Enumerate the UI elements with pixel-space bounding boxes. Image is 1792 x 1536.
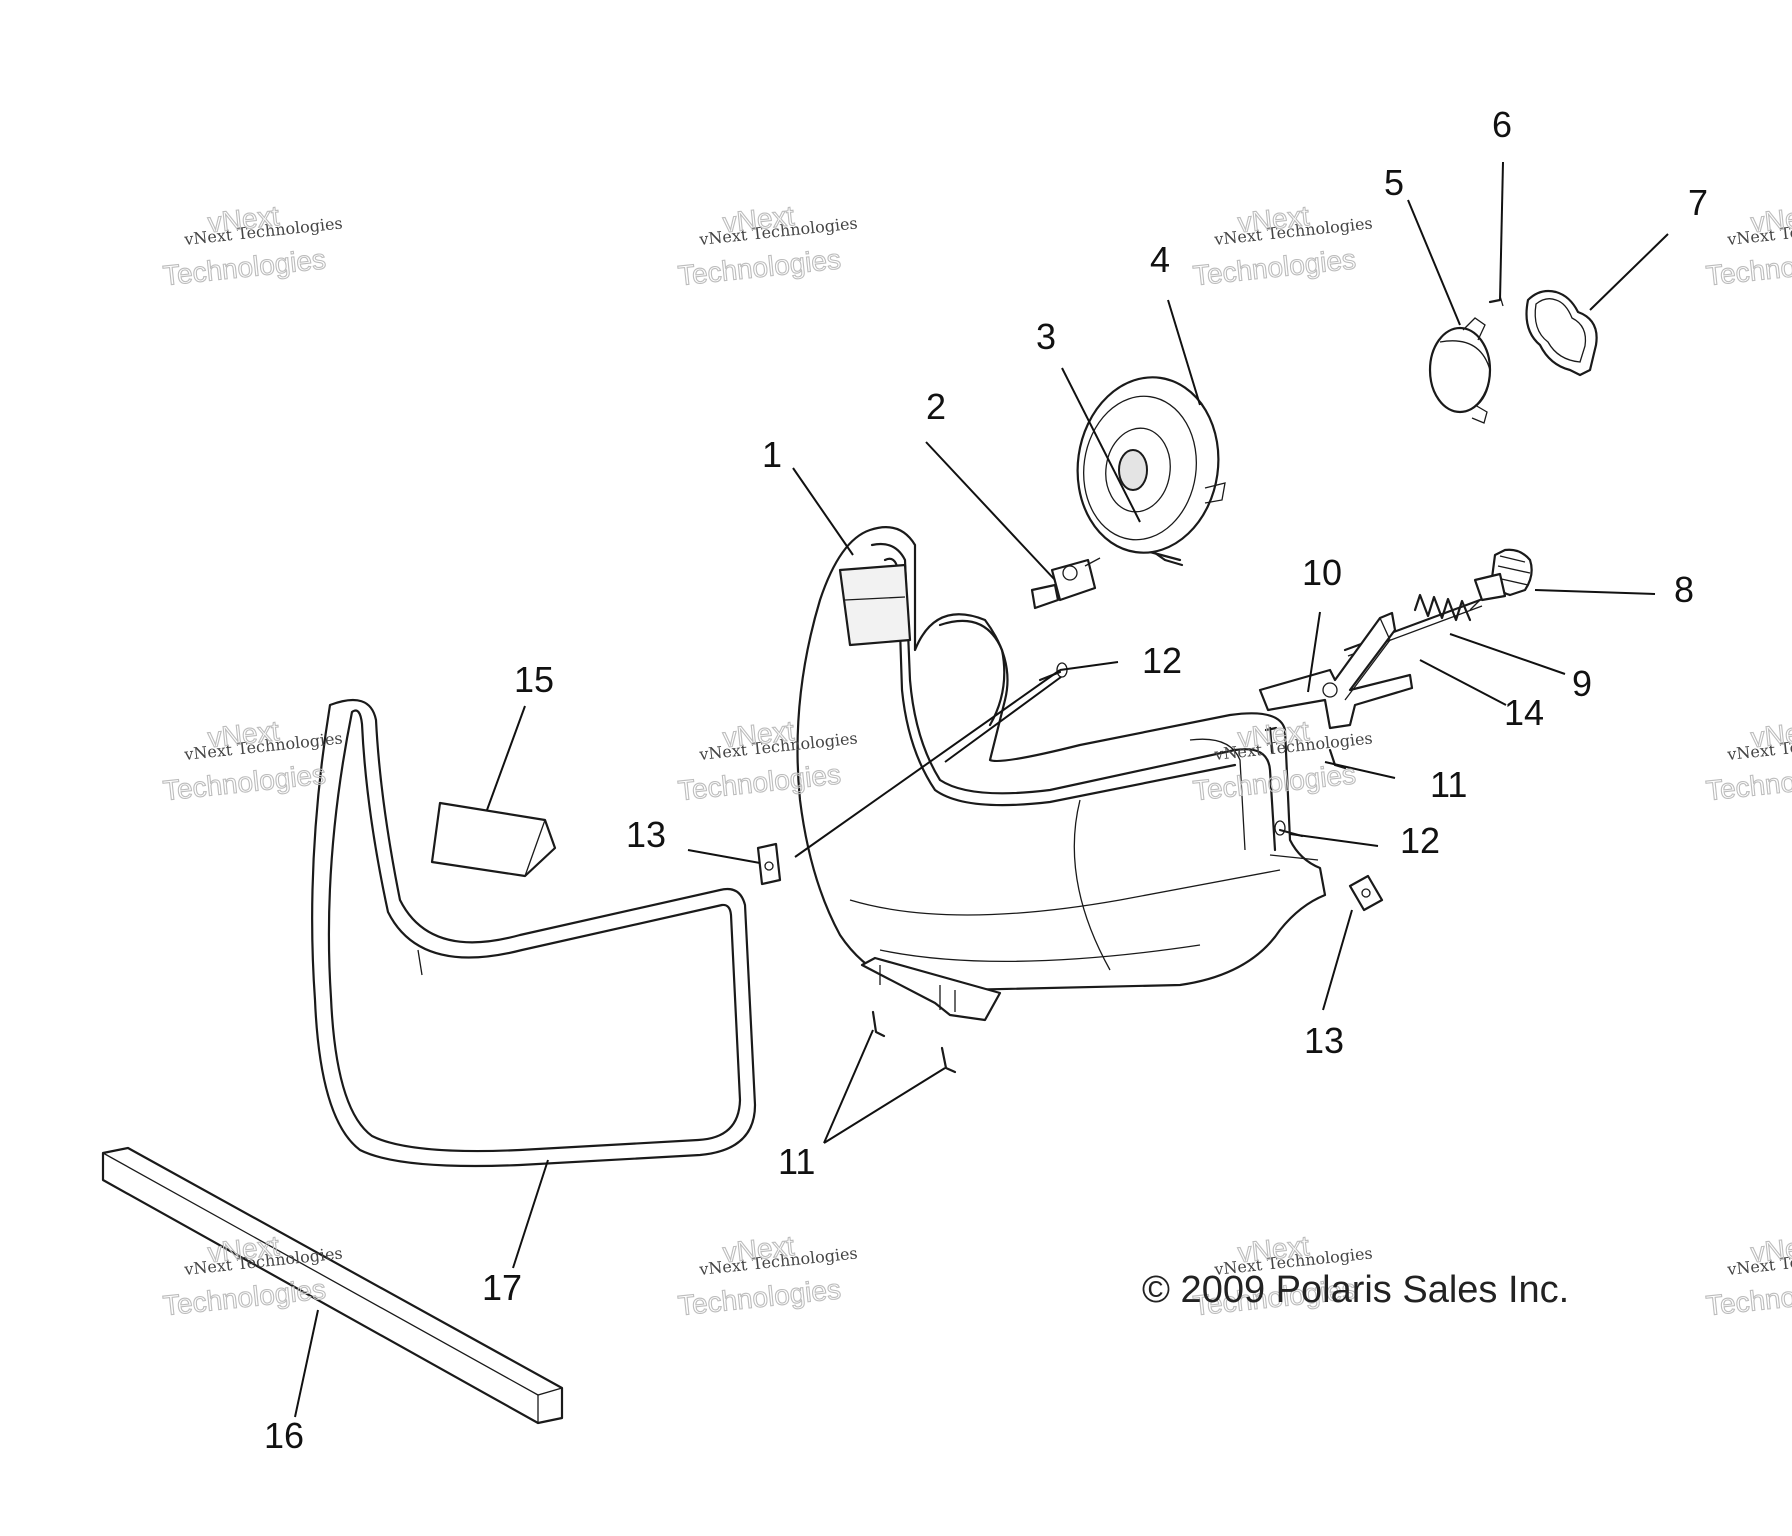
svg-text:Technologies: Technologies: [1191, 243, 1357, 291]
svg-text:vNext: vNext: [1749, 200, 1792, 238]
part-15-foam-pad: [430, 801, 557, 878]
callout-1: 1: [762, 434, 782, 475]
part-7-gasket-ring: [1525, 289, 1598, 377]
callout-3: 3: [1036, 316, 1056, 357]
watermark-1: vNext Technologies Technologies vNext: [161, 200, 344, 292]
svg-text:Technologies: Technologies: [676, 243, 842, 291]
svg-text:Technologies: Technologies: [161, 1273, 327, 1321]
callout-13-left: 13: [626, 814, 666, 855]
part-9-spring: [1413, 593, 1483, 622]
watermark-10: vNext Technologies Technologies vNext: [676, 1230, 859, 1322]
leader-lines: [294, 161, 1669, 1418]
callout-6: 6: [1492, 104, 1512, 145]
watermark-2: vNext Technologies Technologies vNext: [676, 200, 859, 292]
callout-15: 15: [514, 659, 554, 700]
part-8-adjuster-knob: [1473, 548, 1533, 602]
svg-text:vNext: vNext: [1749, 715, 1792, 753]
callout-12-lower: 12: [1400, 820, 1440, 861]
svg-text:Technologies: Technologies: [161, 758, 327, 806]
callout-17: 17: [482, 1267, 522, 1308]
part-5-lamp: [1428, 317, 1492, 424]
callout-12-upper: 12: [1142, 640, 1182, 681]
callout-5: 5: [1384, 162, 1404, 203]
watermark-4: vNext Technologies Technologies vNext: [1704, 200, 1792, 292]
callout-8: 8: [1674, 569, 1694, 610]
callout-11-lower: 11: [778, 1141, 815, 1182]
watermark-12: vNext Technologies Technologies vNext: [1704, 1230, 1792, 1322]
callout-10: 10: [1302, 552, 1342, 593]
callout-2: 2: [926, 386, 946, 427]
part-10-bracket: [1258, 611, 1414, 730]
svg-text:Technologies: Technologies: [1704, 758, 1792, 806]
callout-14: 14: [1504, 692, 1544, 733]
callout-7: 7: [1688, 182, 1708, 223]
part-16-foam-strip: [101, 1146, 564, 1425]
part-17-seal: [311, 698, 757, 1168]
part-4-reflector-cover: [1076, 376, 1226, 554]
watermark-8: vNext Technologies Technologies vNext: [1704, 715, 1792, 807]
callout-4: 4: [1150, 239, 1170, 280]
copyright-text: © 2009 Polaris Sales Inc.: [1142, 1269, 1569, 1311]
callout-16: 16: [264, 1415, 304, 1456]
callout-9: 9: [1572, 663, 1592, 704]
svg-text:Technologies: Technologies: [161, 243, 327, 291]
part-2-bulb: [1030, 557, 1101, 610]
svg-text:Technologies: Technologies: [1704, 1273, 1792, 1321]
svg-text:Technologies: Technologies: [1704, 243, 1792, 291]
part-13-clip-nuts: [756, 842, 1384, 912]
callout-labels: 1 2 3 4 5 6 7 8 9 10 11 11 12 12 13 13 1…: [264, 104, 1708, 1456]
callout-13-right: 13: [1304, 1020, 1344, 1061]
part-1-headlight-housing: [796, 526, 1327, 1022]
svg-text:vNext: vNext: [1749, 1230, 1792, 1268]
svg-text:Technologies: Technologies: [676, 1273, 842, 1321]
watermark-3: vNext Technologies Technologies vNext: [1191, 200, 1374, 292]
callout-11-upper: 11: [1430, 764, 1467, 805]
